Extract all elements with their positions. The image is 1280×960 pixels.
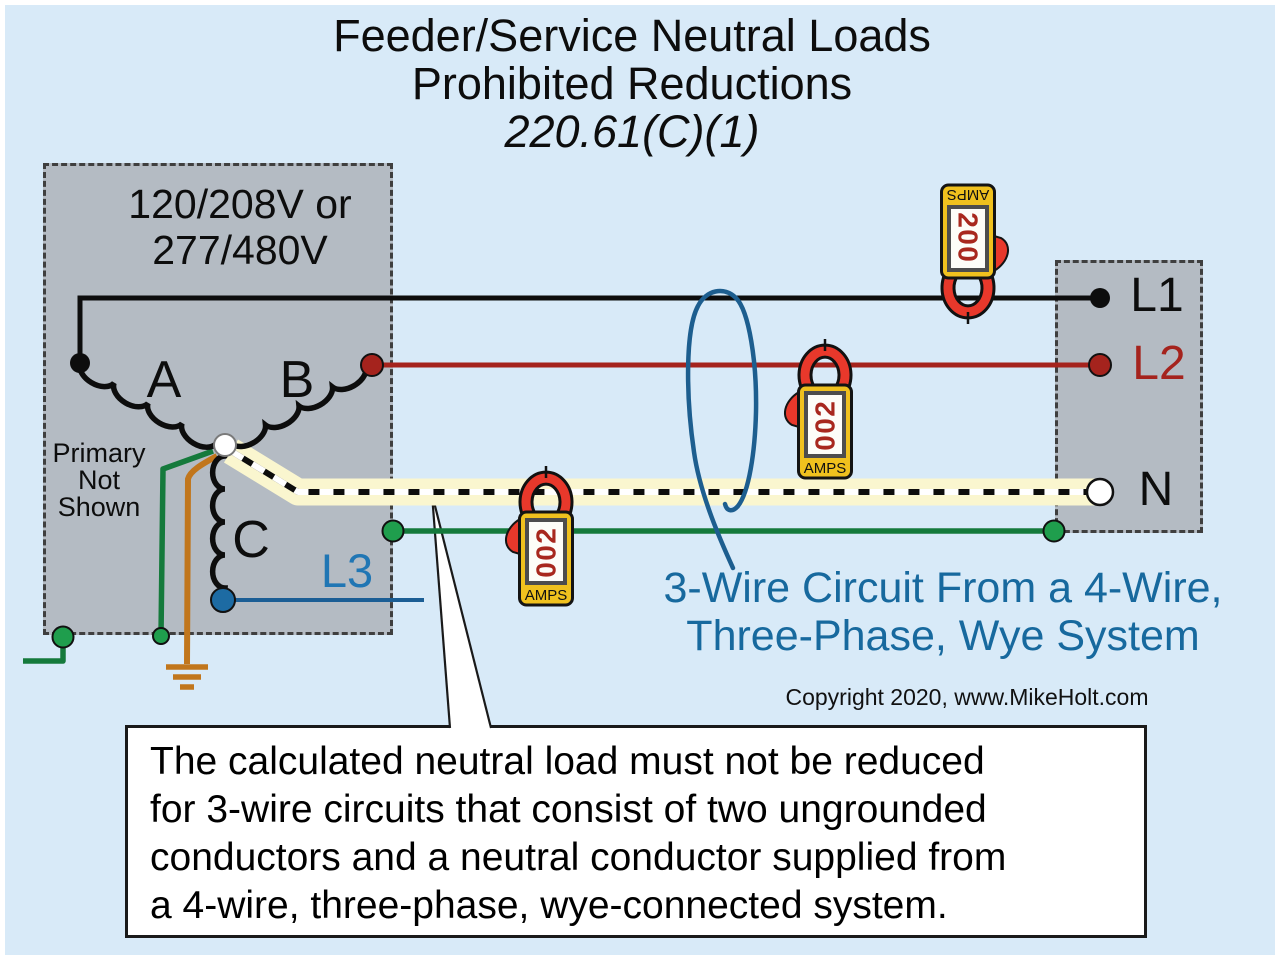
winding-b-label: B: [279, 351, 315, 409]
meter-display: [804, 391, 846, 458]
meter-trigger: [993, 234, 1010, 273]
ground-wire-left: [158, 448, 214, 637]
note-line-2: for 3-wire circuits that consist of two …: [150, 788, 987, 831]
caption-line-1: 3-Wire Circuit From a 4-Wire,: [663, 564, 1223, 612]
l1-terminal-dot: [1090, 288, 1110, 308]
meter-digit: 0: [810, 435, 841, 451]
voltage-line-2: 277/480V: [152, 227, 328, 273]
note-line-4: a 4-wire, three-phase, wye-connected sys…: [150, 884, 948, 927]
winding-c-label: C: [232, 511, 270, 569]
clamp-meter-neutral: 2 0 0 AMPS: [504, 466, 574, 607]
ground-dot-box-edge: [381, 519, 405, 543]
ground-dot-panel: [1042, 519, 1066, 543]
meter-trigger: [783, 390, 800, 429]
ground-dot-small: [152, 627, 170, 645]
circuit-loop: [685, 288, 759, 571]
copyright-text: Copyright 2020, www.MikeHolt.com: [785, 684, 1149, 710]
voltage-line-1: 120/208V or: [128, 181, 352, 227]
meter-digit: 0: [810, 418, 841, 434]
meter-digit: 0: [953, 246, 984, 262]
winding-a-terminal-dot: [70, 353, 90, 373]
meter-digit: 0: [953, 229, 984, 245]
meter-display: [947, 205, 989, 272]
terminal-l1-label: L1: [1130, 269, 1184, 322]
n-terminal-dot: [1085, 477, 1115, 507]
title-line-1: Feeder/Service Neutral Loads: [333, 10, 931, 61]
l3-label: L3: [320, 544, 374, 597]
meter-unit-label: AMPS: [947, 186, 990, 203]
note-line-3: conductors and a neutral conductor suppl…: [150, 836, 1007, 879]
meter-digit: 2: [953, 212, 984, 228]
title-code-reference: 220.61(C)(1): [504, 106, 760, 157]
clamp-meter-l1: 0 0 2 AMPS: [940, 183, 1010, 324]
l1-wire: [77, 295, 1100, 362]
meter-unit-label: AMPS: [525, 587, 568, 604]
winding-a-coil: [76, 360, 219, 450]
explanation-box: The calculated neutral load must not be …: [125, 725, 1147, 938]
page-title: Feeder/Service Neutral Loads Prohibited …: [0, 12, 1264, 156]
grounding-electrode-conductor: [184, 453, 219, 665]
meter-unit-label: AMPS: [804, 460, 847, 477]
meter-digit: 0: [531, 545, 562, 561]
terminal-n-label: N: [1138, 463, 1174, 516]
caption-line-2: Three-Phase, Wye System: [686, 612, 1200, 660]
meter-digit: 0: [531, 562, 562, 578]
note-line-1: The calculated neutral load must not be …: [150, 740, 985, 783]
wye-windings: [76, 360, 369, 603]
ground-symbol: [166, 664, 208, 690]
clamp-meter-l2: 2 0 0 AMPS: [783, 339, 853, 480]
winding-b-terminal-dot: [360, 353, 384, 377]
winding-c-coil: [209, 453, 228, 603]
ground-dot-corner: [51, 625, 75, 649]
meter-display: [525, 518, 567, 585]
terminal-l2-label: L2: [1132, 337, 1186, 390]
circuit-caption: 3-Wire Circuit From a 4-Wire, Three-Phas…: [560, 564, 1280, 660]
title-line-2: Prohibited Reductions: [411, 58, 853, 109]
l3-terminal-dot: [210, 587, 236, 613]
voltage-label: 120/208V or 277/480V: [90, 181, 390, 273]
neutral-wire: [223, 439, 1099, 506]
neutral-point-dot: [213, 433, 237, 457]
meter-digit: 2: [810, 401, 841, 417]
l2-terminal-dot: [1088, 353, 1112, 377]
primary-not-shown-note: Primary Not Shown: [52, 438, 146, 522]
meter-digit: 2: [531, 528, 562, 544]
winding-a-label: A: [146, 351, 182, 409]
winding-b-coil: [229, 365, 369, 450]
meter-trigger: [504, 517, 521, 556]
